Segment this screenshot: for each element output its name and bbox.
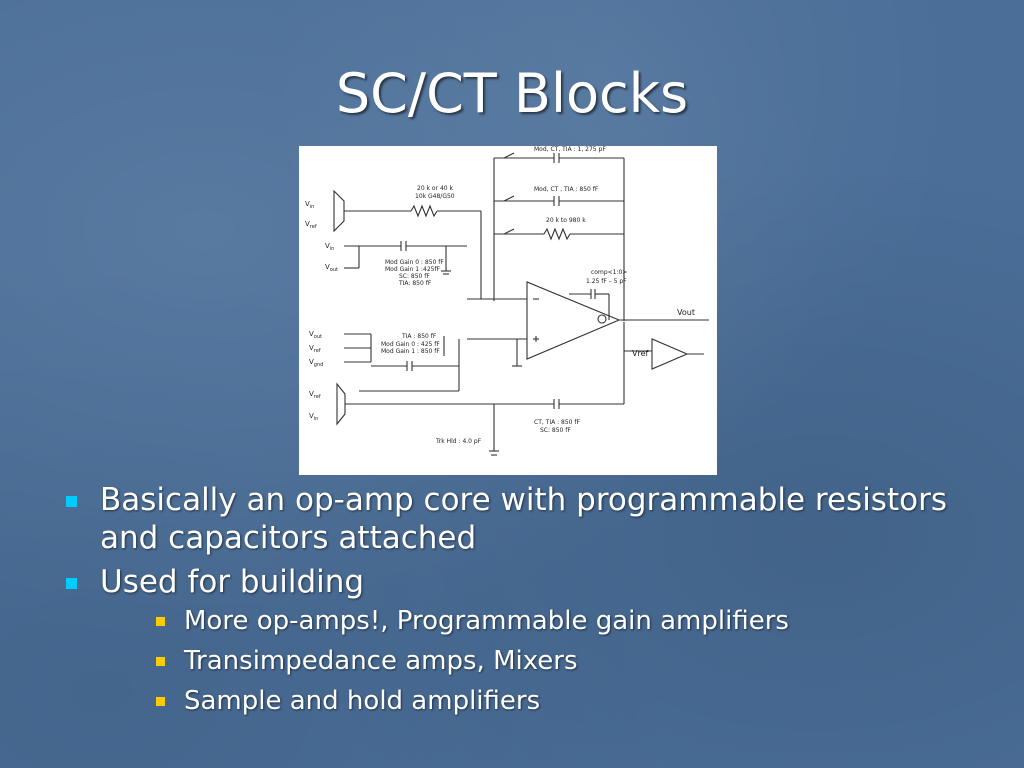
label-vref-3: V bbox=[309, 390, 314, 398]
circuit-diagram: Mod, CT, TIA : 1, 275 pF Mod, CT , TIA :… bbox=[299, 146, 717, 475]
label-vref-buf: Vref bbox=[632, 349, 649, 358]
label-vref: V bbox=[305, 220, 310, 228]
label-ct-b: SC: 850 fF bbox=[540, 427, 571, 434]
label-vin-3: V bbox=[309, 412, 314, 420]
slide-title: SC/CT Blocks bbox=[335, 62, 689, 125]
sub-bullet-item-1: More op-amps!, Programmable gain amplifi… bbox=[100, 601, 962, 641]
label-vref-3-sub: ref bbox=[314, 394, 321, 400]
label-vin-3-sub: in bbox=[314, 416, 319, 422]
sub-bullet-item-3: Sample and hold amplifiers bbox=[100, 681, 962, 721]
svg-text:Vref: Vref bbox=[309, 390, 321, 400]
label-trk-hld: Trk Hld : 4.0 pF bbox=[435, 438, 482, 445]
label-res-top: 20 k to 980 k bbox=[546, 217, 586, 224]
label-cap-low-b: Mod Gain 0 : 425 fF bbox=[381, 341, 440, 348]
svg-text:Vgnd: Vgnd bbox=[309, 358, 323, 368]
label-cap-low-a: TIA : 850 fF bbox=[401, 333, 437, 340]
label-ct-a: CT, TIA : 850 fF bbox=[534, 419, 581, 426]
label-res-in1: 20 k or 40 k bbox=[417, 185, 454, 192]
label-vin-sub: in bbox=[310, 204, 315, 210]
svg-text:Vin: Vin bbox=[325, 242, 334, 252]
sub-bullet-text-3: Sample and hold amplifiers bbox=[184, 686, 541, 716]
label-vin-2-sub: in bbox=[330, 246, 335, 252]
bullet-list: Basically an op-amp core with programmab… bbox=[62, 481, 962, 727]
label-vref-sub: ref bbox=[310, 224, 317, 230]
sub-bullet-text-1: More op-amps!, Programmable gain amplifi… bbox=[184, 606, 789, 636]
label-comp-a: comp<1:0> bbox=[591, 269, 627, 276]
label-cap-in-a: Mod Gain 0 : 850 fF bbox=[385, 259, 444, 266]
label-vout: V bbox=[325, 263, 330, 271]
svg-text:Vin: Vin bbox=[309, 412, 318, 422]
svg-text:Vref: Vref bbox=[305, 220, 317, 230]
bullet-item-2: Used for building More op-amps!, Program… bbox=[62, 563, 962, 721]
bullet-text-2: Used for building bbox=[100, 564, 365, 600]
svg-text:Vin: Vin bbox=[305, 200, 314, 210]
label-cap-low-c: Mod Gain 1 : 850 fF bbox=[381, 348, 440, 355]
circuit-schematic: Mod, CT, TIA : 1, 275 pF Mod, CT , TIA :… bbox=[305, 146, 709, 456]
label-vin-2: V bbox=[325, 242, 330, 250]
label-cap-in-b: Mod Gain 1 :425fF bbox=[385, 266, 441, 273]
svg-text:Vout: Vout bbox=[325, 263, 338, 273]
label-cap-in-c: SC: 850 fF bbox=[399, 273, 430, 280]
bullet-item-1: Basically an op-amp core with programmab… bbox=[62, 481, 962, 557]
label-cap-in-d: TIA: 850 fF bbox=[398, 280, 432, 287]
sub-bullet-list: More op-amps!, Programmable gain amplifi… bbox=[100, 601, 962, 721]
label-vgnd-sub: gnd bbox=[314, 362, 324, 368]
label-vout-sub: out bbox=[330, 267, 338, 273]
svg-text:Vout: Vout bbox=[309, 330, 322, 340]
label-modct-cap1: Mod, CT, TIA : 1, 275 pF bbox=[534, 146, 606, 153]
label-comp-b: 1.25 fF – 5 pF bbox=[586, 278, 627, 285]
label-vref-2-sub: ref bbox=[314, 348, 321, 354]
sub-bullet-text-2: Transimpedance amps, Mixers bbox=[184, 646, 578, 676]
label-vgnd: V bbox=[309, 358, 314, 366]
label-vout-out: Vout bbox=[677, 308, 695, 317]
label-modct-cap2: Mod, CT , TIA : 850 fF bbox=[534, 186, 599, 193]
label-res-in2: 10k G48/G50 bbox=[415, 193, 455, 200]
label-vin: V bbox=[305, 200, 310, 208]
label-vout-2: V bbox=[309, 330, 314, 338]
label-vref-2: V bbox=[309, 344, 314, 352]
bullet-text-1: Basically an op-amp core with programmab… bbox=[100, 482, 947, 556]
label-vout-2-sub: out bbox=[314, 334, 322, 340]
sub-bullet-item-2: Transimpedance amps, Mixers bbox=[100, 641, 962, 681]
svg-text:Vref: Vref bbox=[309, 344, 321, 354]
